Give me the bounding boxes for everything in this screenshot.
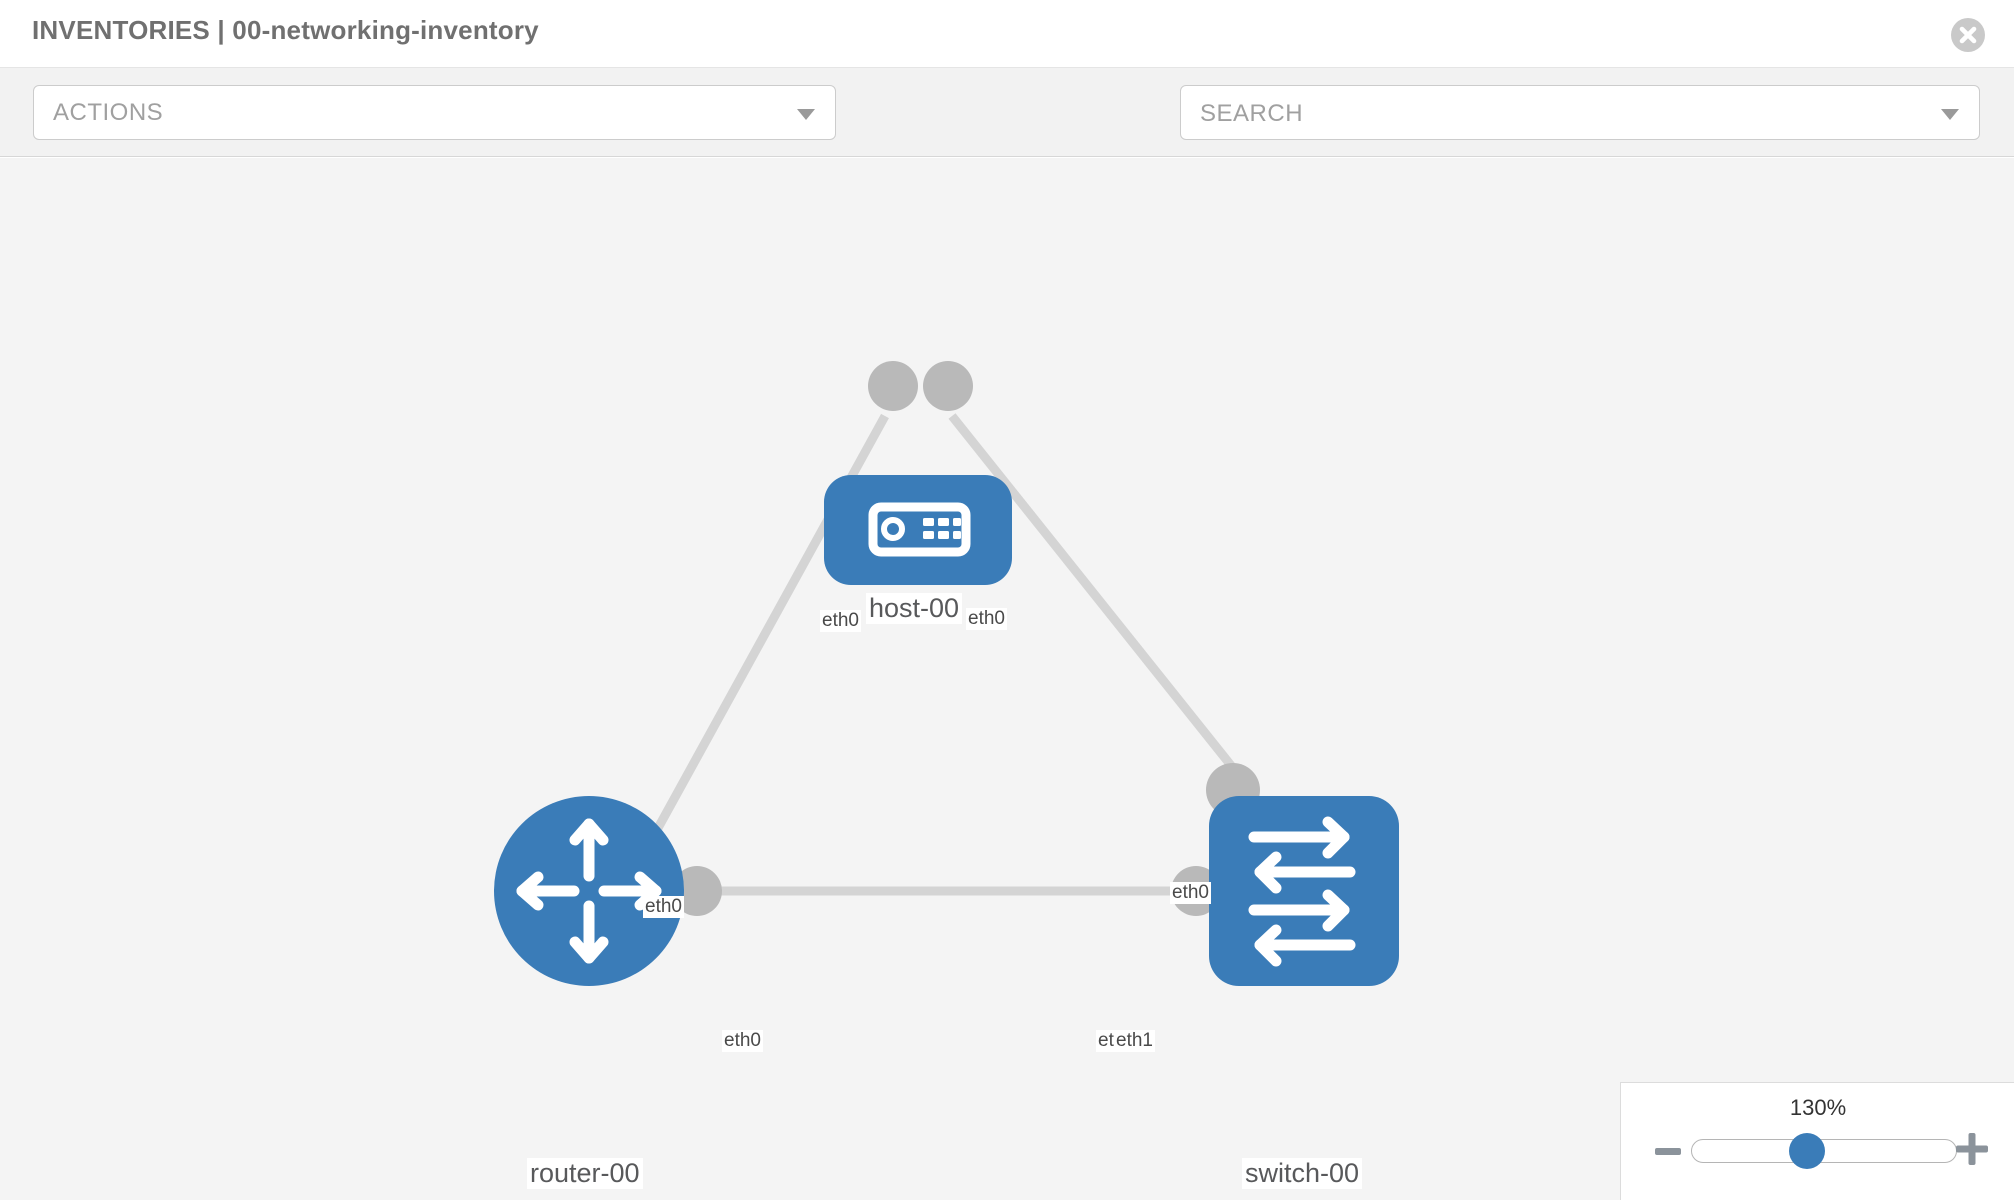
iface-label-switch-eth1: eth1 [1114,1030,1155,1052]
zoom-in-button[interactable] [1954,1131,1990,1167]
close-icon[interactable] [1950,17,1986,53]
page-header: INVENTORIES | 00-networking-inventory [0,0,2014,68]
search-box[interactable] [1180,85,1980,140]
iface-label-switch-eth0-up: eth0 [1170,882,1211,904]
link-host-switch [948,413,1249,786]
node-label-host-00: host-00 [866,593,963,624]
zoom-percent-label: 130% [1789,1095,1847,1120]
node-host-00 [824,475,1012,585]
actions-dropdown-label: ACTIONS [53,99,164,126]
server-icon [868,502,971,557]
topology-canvas[interactable]: host-00 router-00 switch-00 eth0 eth0 et… [0,158,2014,1200]
iface-label-host-eth0-left: eth0 [820,610,861,632]
node-label-router-00: router-00 [527,1158,643,1189]
router-arrows-icon [516,818,662,964]
actions-dropdown[interactable]: ACTIONS [33,85,836,140]
port-router-right [672,866,722,916]
node-label-switch-00: switch-00 [1242,1158,1363,1189]
node-switch-00 [1209,796,1399,986]
iface-label-router-eth0-up: eth0 [643,896,684,918]
iface-label-host-eth0-right: eth0 [966,608,1007,630]
port-host-right [923,361,973,411]
zoom-out-button[interactable] [1653,1137,1683,1167]
zoom-control: 130% [1620,1082,2014,1200]
zoom-slider-thumb[interactable] [1789,1133,1825,1169]
topology-graph [494,361,1399,986]
chevron-down-icon[interactable] [1941,108,1959,120]
port-host-left [868,361,918,411]
page-title: INVENTORIES | 00-networking-inventory [32,15,539,45]
search-input[interactable] [1200,99,1900,129]
chevron-down-icon [797,108,815,120]
switch-arrows-icon [1248,816,1356,967]
node-router-00 [494,796,684,986]
iface-label-router-eth0-right: eth0 [722,1030,763,1052]
toolbar: ACTIONS [0,68,2014,194]
